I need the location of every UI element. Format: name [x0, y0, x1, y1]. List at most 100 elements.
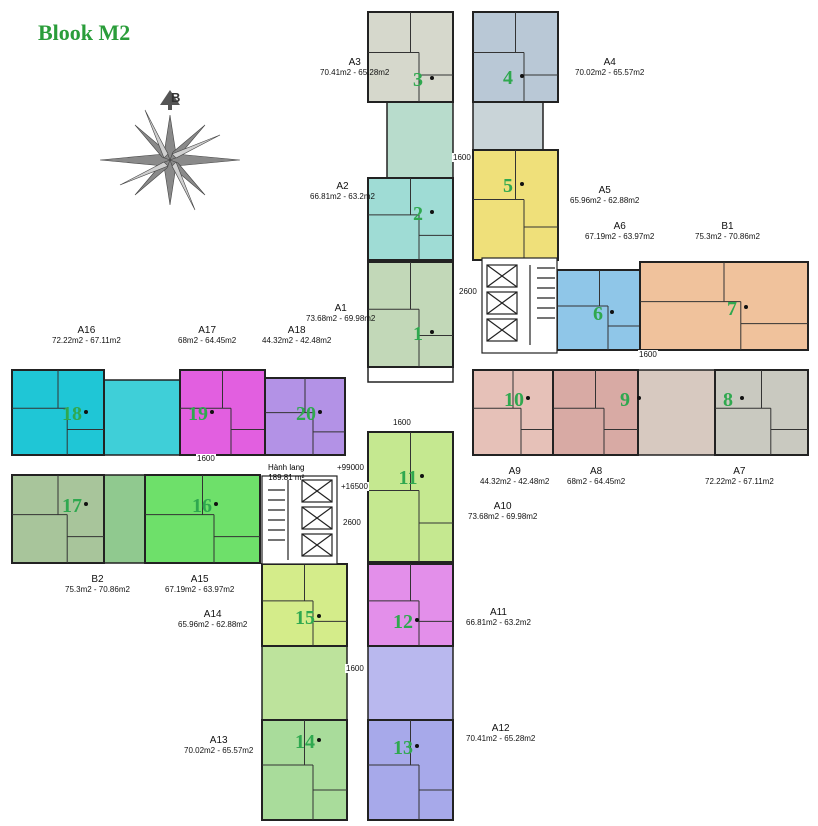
unit-code: A2 [336, 181, 349, 192]
apartment-unit-a9: 10 [472, 369, 554, 456]
unit-number: 6 [593, 303, 603, 325]
unit-area: 66.81m2 - 63.2m2 [466, 618, 531, 627]
apartment-unit-a7: 8 [714, 369, 809, 456]
apartment-unit-a16: 18 [11, 369, 105, 456]
unit-code: B2 [91, 574, 104, 585]
unit-area: 65.96m2 - 62.88m2 [178, 620, 248, 629]
stair-core-north [481, 257, 558, 354]
unit-code: A13 [209, 735, 228, 746]
unit-area: 70.41m2 - 65.28m2 [466, 734, 536, 743]
unit-code: A10 [493, 501, 512, 512]
unit-number: 3 [413, 69, 423, 91]
apartment-unit-a3: 3 [367, 11, 454, 103]
dimension-label-2: 2600 [458, 287, 478, 296]
unit-number: 9 [620, 389, 630, 411]
unit-area: 70.02m2 - 65.57m2 [184, 746, 254, 755]
unit-area: 44.32m2 - 42.48m2 [262, 336, 332, 345]
unit-number: 4 [503, 67, 513, 89]
unit-number: 12 [393, 611, 413, 633]
unit-area: 68m2 - 64.45m2 [567, 477, 626, 486]
unit-code: A18 [287, 325, 306, 336]
unit-number: 10 [504, 389, 524, 411]
unit-area: 73.68m2 - 69.98m2 [468, 512, 538, 521]
unit-area: 67.19m2 - 63.97m2 [165, 585, 235, 594]
unit-code: A11 [489, 607, 507, 618]
room-filler-0 [386, 101, 454, 179]
unit-number: 11 [399, 467, 418, 489]
stair-core-south [261, 475, 338, 565]
apartment-unit-a11: 12 [367, 563, 454, 647]
room-filler-5 [103, 474, 146, 564]
hallway-area: 189.81 m² [268, 473, 305, 482]
apartment-unit-a8: 9 [552, 369, 641, 456]
unit-area: 72.22m2 - 67.11m2 [705, 477, 774, 486]
hallway-label: Hành lang 189.81 m² [268, 463, 304, 483]
apartment-unit-a18: 20 [264, 377, 346, 456]
unit-area: 65.96m2 - 62.88m2 [570, 196, 640, 205]
unit-center-dot [84, 410, 88, 414]
unit-number: 1 [413, 323, 423, 345]
unit-center-dot [214, 502, 218, 506]
apartment-unit-a13: 14 [261, 719, 348, 821]
unit-center-dot [317, 738, 321, 742]
elevation-label-2: +16500 [340, 482, 369, 491]
unit-center-dot [430, 210, 434, 214]
unit-number: 18 [62, 403, 82, 425]
unit-outline [367, 431, 454, 563]
unit-code: A12 [491, 723, 510, 734]
unit-code: A16 [77, 325, 96, 336]
dimension-label-7: 1600 [345, 664, 365, 673]
apartment-unit-a1: 1 [367, 261, 454, 368]
unit-area: 68m2 - 64.45m2 [178, 336, 237, 345]
apartment-unit-a4: 4 [472, 11, 559, 103]
unit-number: 15 [295, 607, 315, 629]
unit-center-dot [415, 744, 419, 748]
unit-code: A8 [590, 466, 603, 477]
apartment-unit-a15: 16 [144, 474, 261, 564]
unit-number: 20 [296, 403, 316, 425]
unit-center-dot [520, 182, 524, 186]
unit-code: A9 [508, 466, 521, 477]
dimension-label-1: 1600 [452, 153, 472, 162]
unit-code: A1 [334, 303, 347, 314]
unit-center-dot [415, 618, 419, 622]
room-filler-7 [367, 645, 454, 721]
apartment-unit-a5: 5 [472, 149, 559, 261]
unit-code: A6 [613, 221, 626, 232]
unit-number: 8 [723, 389, 733, 411]
elevation-label-1: +99000 [336, 463, 365, 472]
apartment-unit-b1: 7 [639, 261, 809, 351]
dimension-label-5: 1600 [196, 454, 216, 463]
unit-code: A14 [203, 609, 222, 620]
room-filler-2 [103, 379, 181, 456]
unit-area: 67.19m2 - 63.97m2 [585, 232, 655, 241]
unit-center-dot [318, 410, 322, 414]
unit-number: 5 [503, 175, 513, 197]
unit-center-dot [520, 74, 524, 78]
compass-icon [99, 90, 241, 211]
unit-number: 16 [192, 495, 212, 517]
unit-area: 70.41m2 - 65.28m2 [320, 68, 390, 77]
unit-number: 17 [62, 495, 82, 517]
unit-area: 66.81m2 - 63.2m2 [310, 192, 375, 201]
unit-number: 2 [413, 203, 423, 225]
unit-center-dot [430, 76, 434, 80]
unit-area: 72.22m2 - 67.11m2 [52, 336, 121, 345]
room-filler-4 [637, 369, 716, 456]
unit-area: 44.32m2 - 42.48m2 [480, 477, 550, 486]
